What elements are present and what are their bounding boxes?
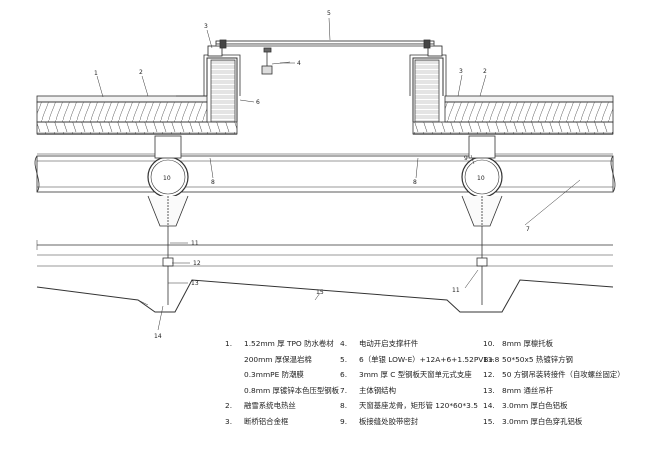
callout-13: 13 bbox=[191, 280, 199, 287]
skylight-glazing bbox=[215, 39, 435, 49]
callout-4: 4 bbox=[297, 60, 301, 67]
legend-column-2: 4. 电动开启支撑杆件 5. 6（单银 LOW-E）+12A+6+1.52PVB+8… bbox=[340, 336, 499, 430]
legend-number: 10. bbox=[483, 339, 495, 348]
legend-text: 断桥铝合金框 bbox=[244, 416, 289, 426]
leader-lines bbox=[96, 17, 581, 331]
legend-text: 融雪系统电热丝 bbox=[244, 401, 296, 411]
legend-number: 15. bbox=[483, 416, 495, 426]
ceiling-reference-lines bbox=[36, 240, 613, 267]
legend-column-1: 1. 1.52mm 厚 TPO 防水卷材 200mm 厚保温岩棉 0.3mmPE … bbox=[225, 336, 339, 430]
legend-text: 8mm 通丝吊杆 bbox=[502, 385, 554, 395]
legend-item: 1. 1.52mm 厚 TPO 防水卷材 bbox=[225, 336, 339, 352]
callout-10-left: 10 bbox=[163, 175, 171, 182]
legend-item: 0.8mm 厚镀锌本色压型钢板 bbox=[225, 383, 339, 399]
callout-7: 7 bbox=[526, 226, 530, 233]
callout-2-right: 2 bbox=[483, 68, 487, 75]
legend-item: 10. 8mm 厚檩托板 bbox=[483, 336, 625, 352]
legend-number bbox=[225, 367, 244, 383]
callout-15: 15 bbox=[316, 289, 324, 296]
support-bracket-right bbox=[461, 195, 503, 227]
legend-text: 8mm 厚檩托板 bbox=[502, 339, 554, 348]
legend-item: 2. 融雪系统电热丝 bbox=[225, 398, 339, 414]
legend-item: 8. 天窗基座龙骨，矩形管 120*60*3.5 bbox=[340, 398, 499, 414]
legend-text: 主体钢结构 bbox=[359, 385, 396, 395]
callout-9: 9 bbox=[464, 155, 468, 162]
legend-item: 15. 3.0mm 厚白色穿孔铝板 bbox=[483, 414, 625, 430]
callout-11-left: 11 bbox=[191, 240, 199, 247]
legend-number: 11. bbox=[483, 354, 495, 364]
legend-text: 1.52mm 厚 TPO 防水卷材 bbox=[244, 339, 334, 348]
legend-item: 4. 电动开启支撑杆件 bbox=[340, 336, 499, 352]
legend-number: 9. bbox=[340, 416, 348, 426]
legend-text: 6（单银 LOW-E）+12A+6+1.52PVB+8 bbox=[359, 354, 500, 364]
callout-3-right: 3 bbox=[459, 68, 463, 75]
callout-11-right: 11 bbox=[452, 287, 460, 294]
legend-item: 12. 50 方钢吊装转接件（自攻螺丝固定） bbox=[483, 367, 625, 383]
main-steel-beam bbox=[34, 153, 616, 193]
callout-10-right: 10 bbox=[477, 175, 485, 182]
roof-buildup-right bbox=[412, 95, 614, 135]
legend-item: 7. 主体钢结构 bbox=[340, 383, 499, 399]
legend-number: 12. bbox=[483, 370, 495, 380]
legend-number: 5. bbox=[340, 354, 348, 364]
legend-number: 13. bbox=[483, 385, 495, 395]
legend-text: 天窗基座龙骨，矩形管 120*60*3.5 bbox=[359, 401, 478, 411]
callout-5: 5 bbox=[327, 10, 331, 17]
legend-item: 9. 板接缝处胶带密封 bbox=[340, 414, 499, 430]
legend-item: 14. 3.0mm 厚白色铝板 bbox=[483, 398, 625, 414]
hanger-rods bbox=[162, 226, 488, 305]
legend-item: 13. 8mm 通丝吊杆 bbox=[483, 383, 625, 399]
legend-number: 2. bbox=[225, 401, 233, 411]
callout-1: 1 bbox=[94, 70, 98, 77]
legend-number: 7. bbox=[340, 385, 348, 395]
legend-text: 0.3mmPE 防潮膜 bbox=[244, 370, 304, 380]
purlin-left bbox=[147, 135, 189, 198]
callout-2: 2 bbox=[139, 69, 143, 76]
legend-number: 6. bbox=[340, 370, 348, 380]
legend-item: 3. 断桥铝合金框 bbox=[225, 414, 339, 430]
legend-item: 11. 50*50x5 热镀锌方钢 bbox=[483, 352, 625, 368]
purlin-right bbox=[461, 135, 503, 198]
roof-buildup-left bbox=[36, 95, 238, 135]
electric-actuator bbox=[261, 47, 291, 75]
callout-14: 14 bbox=[154, 333, 162, 340]
callout-3: 3 bbox=[204, 23, 208, 30]
legend-number: 8. bbox=[340, 401, 348, 411]
callout-6: 6 bbox=[256, 99, 260, 106]
perforated-aluminium-ceiling bbox=[36, 279, 614, 313]
skylight-upstand-left bbox=[176, 45, 241, 123]
legend-text: 200mm 厚保温岩棉 bbox=[244, 354, 312, 364]
legend-text: 50*50x5 热镀锌方钢 bbox=[502, 354, 573, 364]
legend-column-3: 10. 8mm 厚檩托板 11. 50*50x5 热镀锌方钢 12. 50 方钢吊装转… bbox=[483, 336, 625, 430]
callout-8-right: 8 bbox=[413, 179, 417, 186]
legend-number bbox=[225, 352, 244, 368]
legend-item: 6. 3mm 厚 C 型钢板天窗单元式支座 bbox=[340, 367, 499, 383]
legend-number: 4. bbox=[340, 339, 348, 348]
legend-number bbox=[225, 383, 244, 399]
skylight-upstand-right bbox=[409, 45, 447, 123]
legend-item: 5. 6（单银 LOW-E）+12A+6+1.52PVB+8 bbox=[340, 352, 499, 368]
legend-text: 0.8mm 厚镀锌本色压型钢板 bbox=[244, 385, 340, 395]
legend-text: 板接缝处胶带密封 bbox=[359, 416, 419, 426]
legend-text: 电动开启支撑杆件 bbox=[359, 339, 419, 348]
callout-8-left: 8 bbox=[211, 179, 215, 186]
legend-item: 0.3mmPE 防潮膜 bbox=[225, 367, 339, 383]
legend-text: 3.0mm 厚白色铝板 bbox=[502, 401, 568, 411]
legend-item: 200mm 厚保温岩棉 bbox=[225, 352, 339, 368]
callout-numbers: 1 2 3 5 4 6 3 2 10 10 8 8 9 7 11 12 13 1… bbox=[94, 10, 530, 340]
legend-text: 50 方钢吊装转接件（自攻螺丝固定） bbox=[502, 370, 625, 380]
callout-12: 12 bbox=[193, 260, 201, 267]
legend-number: 3. bbox=[225, 416, 233, 426]
legend-number: 1. bbox=[225, 339, 233, 348]
legend-number: 14. bbox=[483, 401, 495, 411]
legend-text: 3.0mm 厚白色穿孔铝板 bbox=[502, 416, 583, 426]
legend-text: 3mm 厚 C 型钢板天窗单元式支座 bbox=[359, 370, 472, 380]
support-bracket-left bbox=[147, 195, 189, 227]
